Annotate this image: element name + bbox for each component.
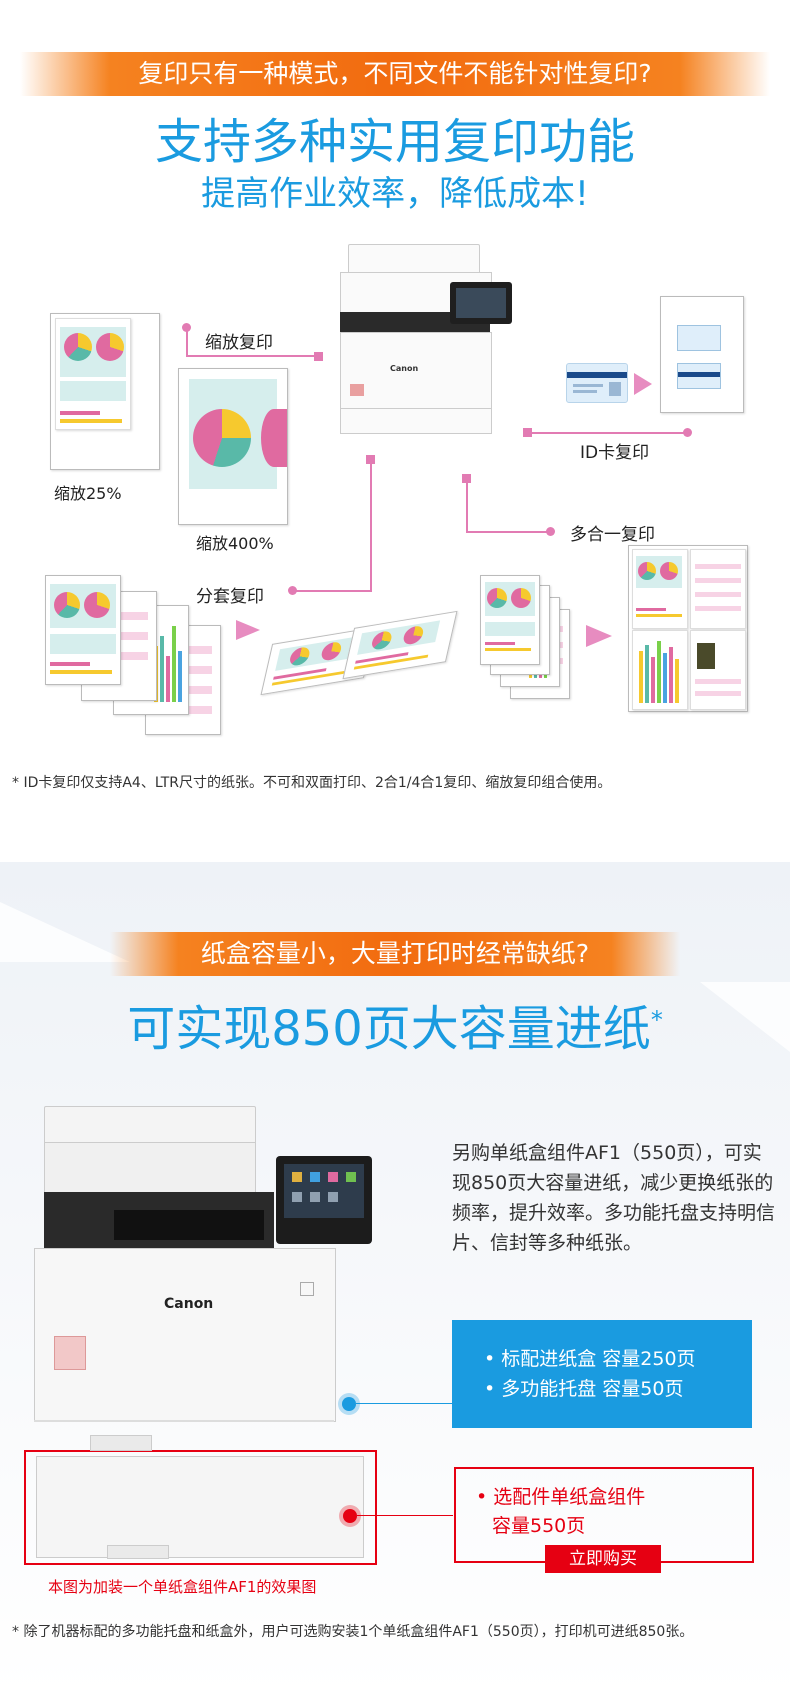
printer-with-tray-illustration: Canon xyxy=(34,1106,374,1426)
arrow-right-icon xyxy=(586,625,612,647)
id-copy-footnote: * ID卡复印仅支持A4、LTR尺寸的纸张。不可和双面打印、2合1/4合1复印、… xyxy=(12,775,612,791)
capacity-headline: 可实现850页大容量进纸* xyxy=(0,988,790,1061)
zoom400-label: 缩放400% xyxy=(196,534,274,553)
id-copy-label: ID卡复印 xyxy=(580,443,650,463)
printer-illustration: Canon xyxy=(340,244,526,444)
paper-capacity-section: 纸盒容量小，大量打印时经常缺纸? 可实现850页大容量进纸* Canon xyxy=(0,862,790,1699)
printer-brand: Canon xyxy=(390,364,419,373)
copy-features-section: 复印只有一种模式，不同文件不能针对性复印? 支持多种实用复印功能 提高作业效率，… xyxy=(12,52,770,791)
standard-tray-marker xyxy=(342,1397,356,1411)
touchscreen-panel xyxy=(276,1156,372,1244)
doc-id-result xyxy=(660,296,744,413)
feature-headline: 支持多种实用复印功能 xyxy=(154,114,635,170)
capacity-headline-text: 可实现850页大容量进纸 xyxy=(127,1001,651,1057)
multi-source-stack xyxy=(480,575,590,705)
problem-banner: 复印只有一种模式，不同文件不能针对性复印? xyxy=(20,52,770,96)
zoom-copy-label: 缩放复印 xyxy=(205,333,273,353)
collate-copy-label: 分套复印 xyxy=(196,587,264,607)
collate-source-stack xyxy=(45,575,235,735)
arrow-right-icon xyxy=(236,620,260,640)
zoom25-label: 缩放25% xyxy=(54,484,122,503)
problem-banner-2-text: 纸盒容量小，大量打印时经常缺纸? xyxy=(200,939,590,968)
printer-brand-2: Canon xyxy=(164,1296,214,1312)
standard-item-1: • 标配进纸盒 容量250页 xyxy=(484,1348,696,1370)
capacity-footnote: * 除了机器标配的多功能托盘和纸盒外，用户可选购安装1个单纸盒组件AF1（550… xyxy=(12,1624,694,1640)
illustration-caption: 本图为加装一个单纸盒组件AF1的效果图 xyxy=(48,1578,317,1596)
problem-banner-text: 复印只有一种模式，不同文件不能针对性复印? xyxy=(138,59,652,88)
feature-subheadline: 提高作业效率，降低成本! xyxy=(201,174,589,214)
capacity-description: 另购单纸盒组件AF1（550页），可实现850页大容量进纸，减少更换纸张的频率，… xyxy=(452,1142,776,1254)
collate-output-sets xyxy=(255,610,458,705)
optional-tray-highlight xyxy=(24,1450,377,1565)
optional-item-line2: 容量550页 xyxy=(492,1515,586,1537)
doc-zoom25 xyxy=(50,313,160,470)
doc-zoom400 xyxy=(178,368,288,525)
id-card-icon xyxy=(566,363,628,403)
capacity-headline-mark: * xyxy=(650,1006,663,1034)
standard-capacity-box: • 标配进纸盒 容量250页 • 多功能托盘 容量50页 xyxy=(452,1320,752,1428)
standard-item-2: • 多功能托盘 容量50页 xyxy=(484,1378,684,1400)
optional-tray-marker xyxy=(343,1509,357,1523)
buy-now-button[interactable]: 立即购买 xyxy=(545,1545,661,1573)
doc-multi-result xyxy=(628,545,748,712)
optional-item-line1: • 选配件单纸盒组件 xyxy=(476,1486,646,1508)
problem-banner-2: 纸盒容量小，大量打印时经常缺纸? xyxy=(110,932,680,976)
arrow-right-icon xyxy=(634,373,652,395)
touchscreen-panel xyxy=(450,282,512,324)
multi-copy-label: 多合一复印 xyxy=(570,525,655,545)
